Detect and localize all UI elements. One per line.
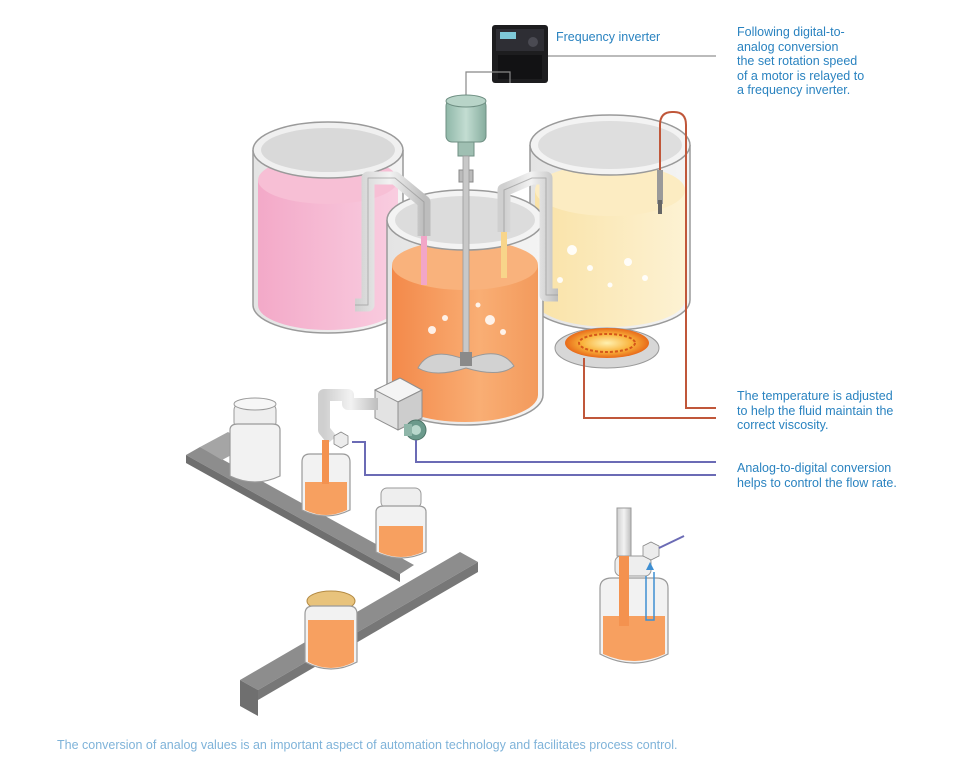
flow-note-line: helps to control the flow rate. [737, 475, 897, 490]
capped-jar [304, 590, 358, 670]
flow-signal-wire-b [352, 441, 716, 476]
inverter-note-line: a frequency inverter. [737, 83, 851, 97]
filling-pipe [318, 389, 378, 444]
inverter-note-line: of a motor is relayed to [737, 68, 865, 83]
detail-jar [599, 507, 685, 664]
yellow-feed-pipe-outline [503, 177, 558, 296]
full-jar-1 [375, 487, 427, 559]
inverter-note-line: analog conversion [737, 39, 839, 54]
temperature-note-line: The temperature is adjusted [737, 389, 893, 403]
agitator-motor [417, 94, 515, 374]
temperature-wire [659, 111, 716, 409]
filling-jar [301, 431, 351, 517]
pink-feed-pipe-outline [355, 177, 425, 306]
lower-conveyor [240, 552, 478, 716]
heater-plate [554, 327, 660, 369]
pink-tank [252, 121, 404, 334]
flow-signal-wire-a [415, 440, 716, 463]
temperature-note: The temperature is adjusted to help the … [737, 389, 893, 433]
empty-jar [229, 397, 281, 483]
heater-wire [583, 358, 716, 419]
figure-caption: The conversion of analog values is an im… [57, 738, 678, 752]
inverter-cable [465, 71, 511, 100]
frequency-inverter-device [492, 25, 548, 83]
temperature-note-line: to help the fluid maintain the [737, 403, 894, 418]
temperature-note-line: correct viscosity. [737, 418, 829, 432]
frequency-inverter-label: Frequency inverter [556, 30, 661, 44]
flow-note: Analog-to-digital conversion helps to co… [737, 461, 897, 490]
flow-note-line: Analog-to-digital conversion [737, 461, 892, 475]
inverter-note-line: Following digital-to- [737, 25, 845, 39]
inverter-note-line: the set rotation speed [737, 54, 858, 68]
inverter-note: Following digital-to- analog conversion … [737, 25, 864, 98]
